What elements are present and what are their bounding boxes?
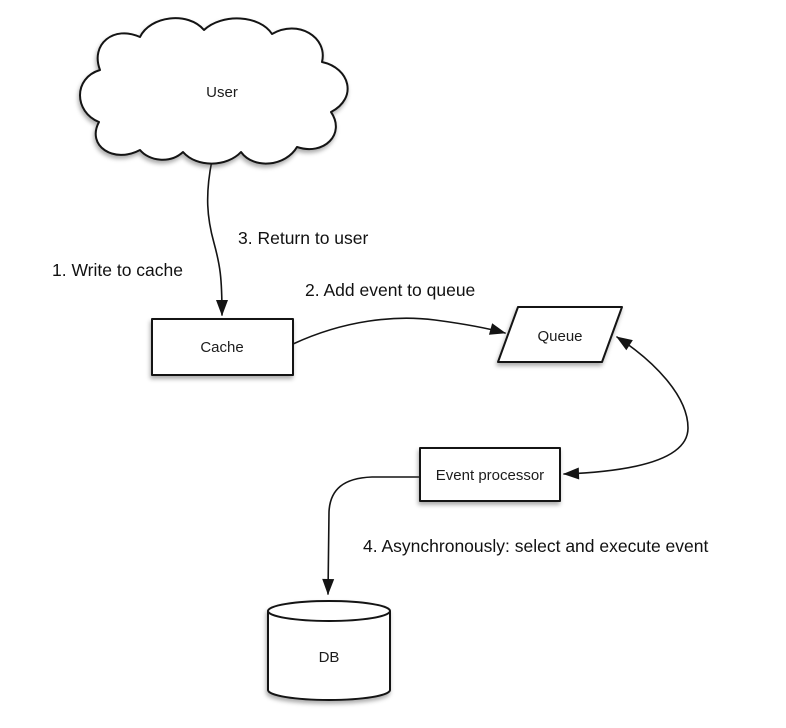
- node-cache: Cache: [151, 318, 294, 376]
- edge-event-processor-to-db: [322, 476, 421, 595]
- node-queue: Queue: [497, 306, 623, 363]
- event-processor-box: [419, 447, 561, 502]
- queue-parallelogram: [497, 306, 623, 363]
- node-cache-label: Cache: [200, 339, 243, 356]
- node-user: User: [79, 17, 349, 165]
- db-cylinder-body: [267, 611, 391, 701]
- db-cylinder-top: [267, 600, 391, 622]
- node-event-processor-label: Event processor: [436, 467, 544, 484]
- edge-user-to-cache: [206, 159, 228, 316]
- edge-queue-event-processor-loop: [563, 336, 689, 480]
- node-event-processor: Event processor: [419, 447, 561, 502]
- cache-box: [151, 318, 294, 376]
- cloud-shape: [79, 17, 349, 165]
- node-user-label: User: [206, 84, 238, 101]
- edge-cache-to-queue: [292, 317, 506, 345]
- node-db-label: DB: [319, 649, 340, 666]
- label-write-to-cache: 1. Write to cache: [52, 260, 183, 280]
- label-return-to-user: 3. Return to user: [238, 228, 369, 248]
- node-db: DB: [267, 600, 391, 701]
- label-add-event-to-queue: 2. Add event to queue: [305, 280, 475, 300]
- node-queue-label: Queue: [537, 328, 582, 345]
- label-async-select-execute: 4. Asynchronously: select and execute ev…: [363, 536, 708, 556]
